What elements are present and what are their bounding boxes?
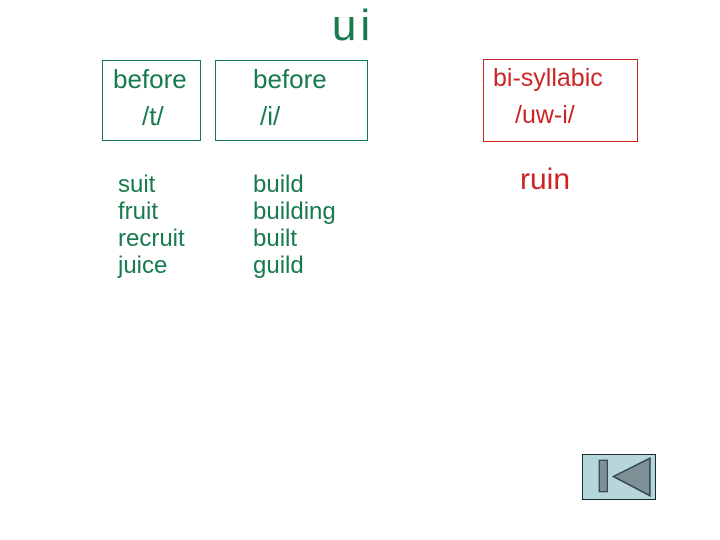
box-before-i-phoneme: /i/: [260, 101, 281, 131]
box-before-i-header: before: [253, 64, 327, 94]
word-recruit: recruit: [118, 225, 185, 252]
box-bisyllabic-phoneme: /uw-i/: [515, 101, 575, 129]
box-before-t: before /t/: [102, 60, 201, 141]
word-built: built: [253, 225, 298, 252]
box-before-t-header: before: [113, 64, 187, 94]
skip-to-start-icon: [598, 457, 651, 498]
box-before-t-phoneme: /t/: [142, 101, 164, 131]
word-building: building: [253, 198, 336, 225]
word-list-before-i: build building built guild: [253, 171, 336, 279]
word-fruit: fruit: [118, 198, 159, 225]
word-build: build: [253, 171, 304, 198]
back-to-start-button[interactable]: [582, 454, 656, 500]
word-list-before-t: suit fruit recruit juice: [118, 171, 185, 279]
box-before-i: before /i/: [215, 60, 368, 141]
word-ruin: ruin: [520, 163, 571, 196]
slide-title: ui: [331, 1, 375, 50]
box-bisyllabic-header: bi-syllabic: [493, 64, 603, 92]
word-suit: suit: [118, 171, 156, 198]
box-bisyllabic: bi-syllabic /uw-i/: [483, 59, 638, 142]
word-guild: guild: [253, 252, 304, 279]
word-juice: juice: [118, 252, 168, 279]
